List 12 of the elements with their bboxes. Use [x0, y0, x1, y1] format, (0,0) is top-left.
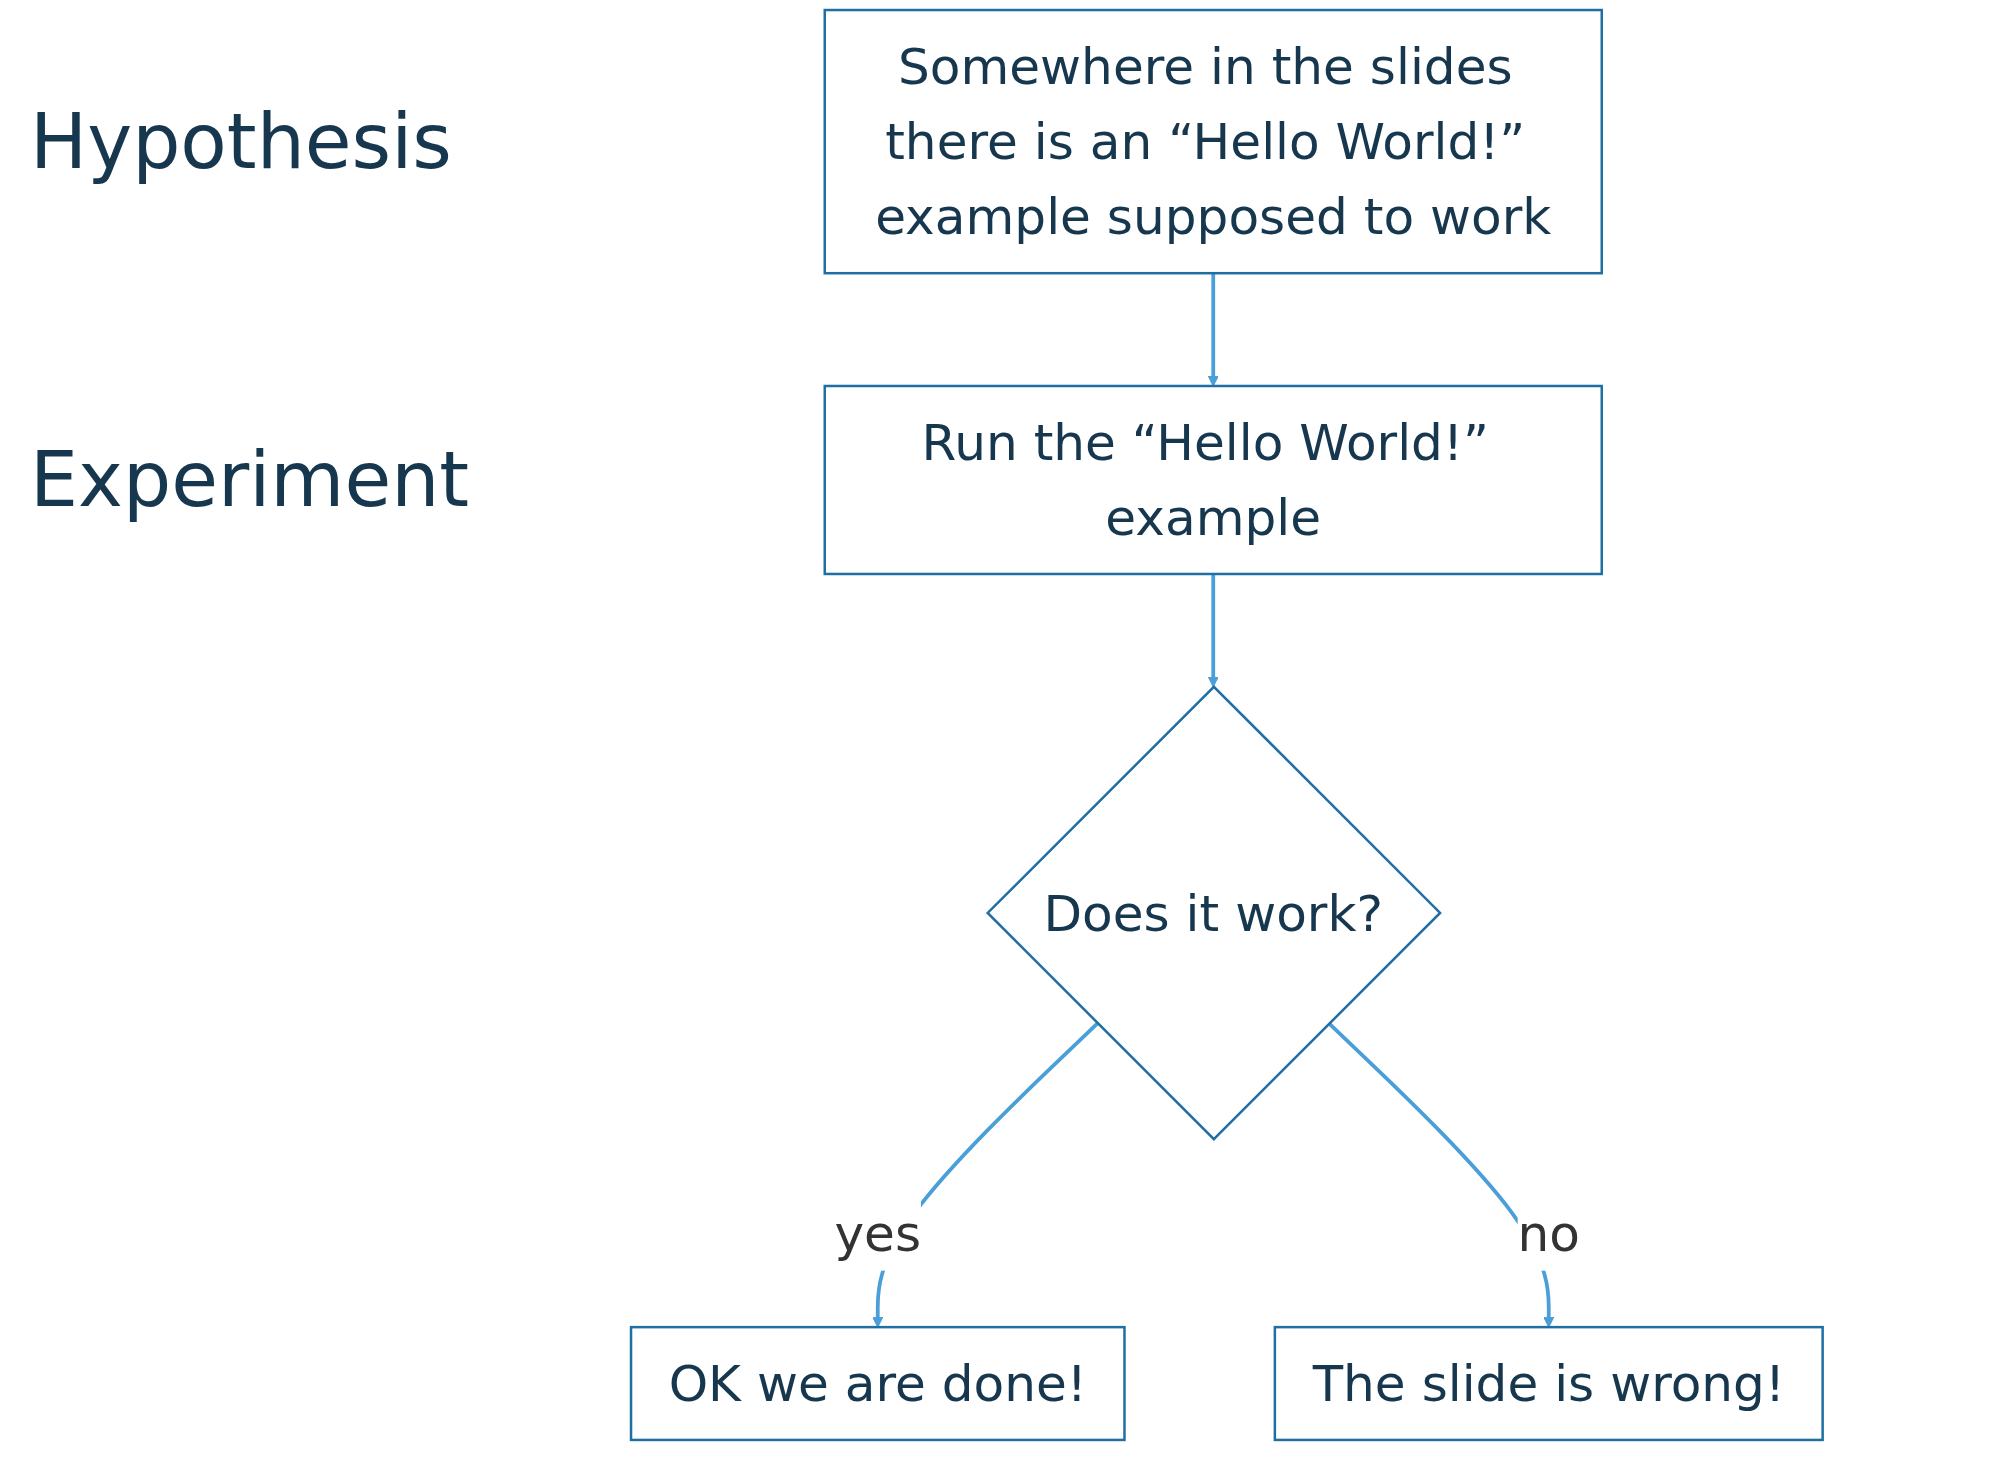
- stage-label: Hypothesis: [30, 96, 452, 186]
- node-diamond: [985, 685, 1442, 1141]
- node-box: [629, 1325, 1126, 1442]
- flowchart-drawing: yes no Somewhere in the slides there is an “Hello World!” example supposed to work Run the “Hello World!” example Does it work? OK we are done! The slide is wrong!: [620, 0, 1833, 1450]
- node-box: [1273, 1325, 1824, 1442]
- node-box: [823, 384, 1603, 576]
- edge-label: yes: [834, 1204, 921, 1262]
- arrow: [1207, 574, 1219, 688]
- stage-label: Experiment: [30, 435, 470, 524]
- arrow: [1207, 273, 1219, 387]
- node-box: [823, 8, 1603, 275]
- edge-label: no: [1517, 1204, 1580, 1262]
